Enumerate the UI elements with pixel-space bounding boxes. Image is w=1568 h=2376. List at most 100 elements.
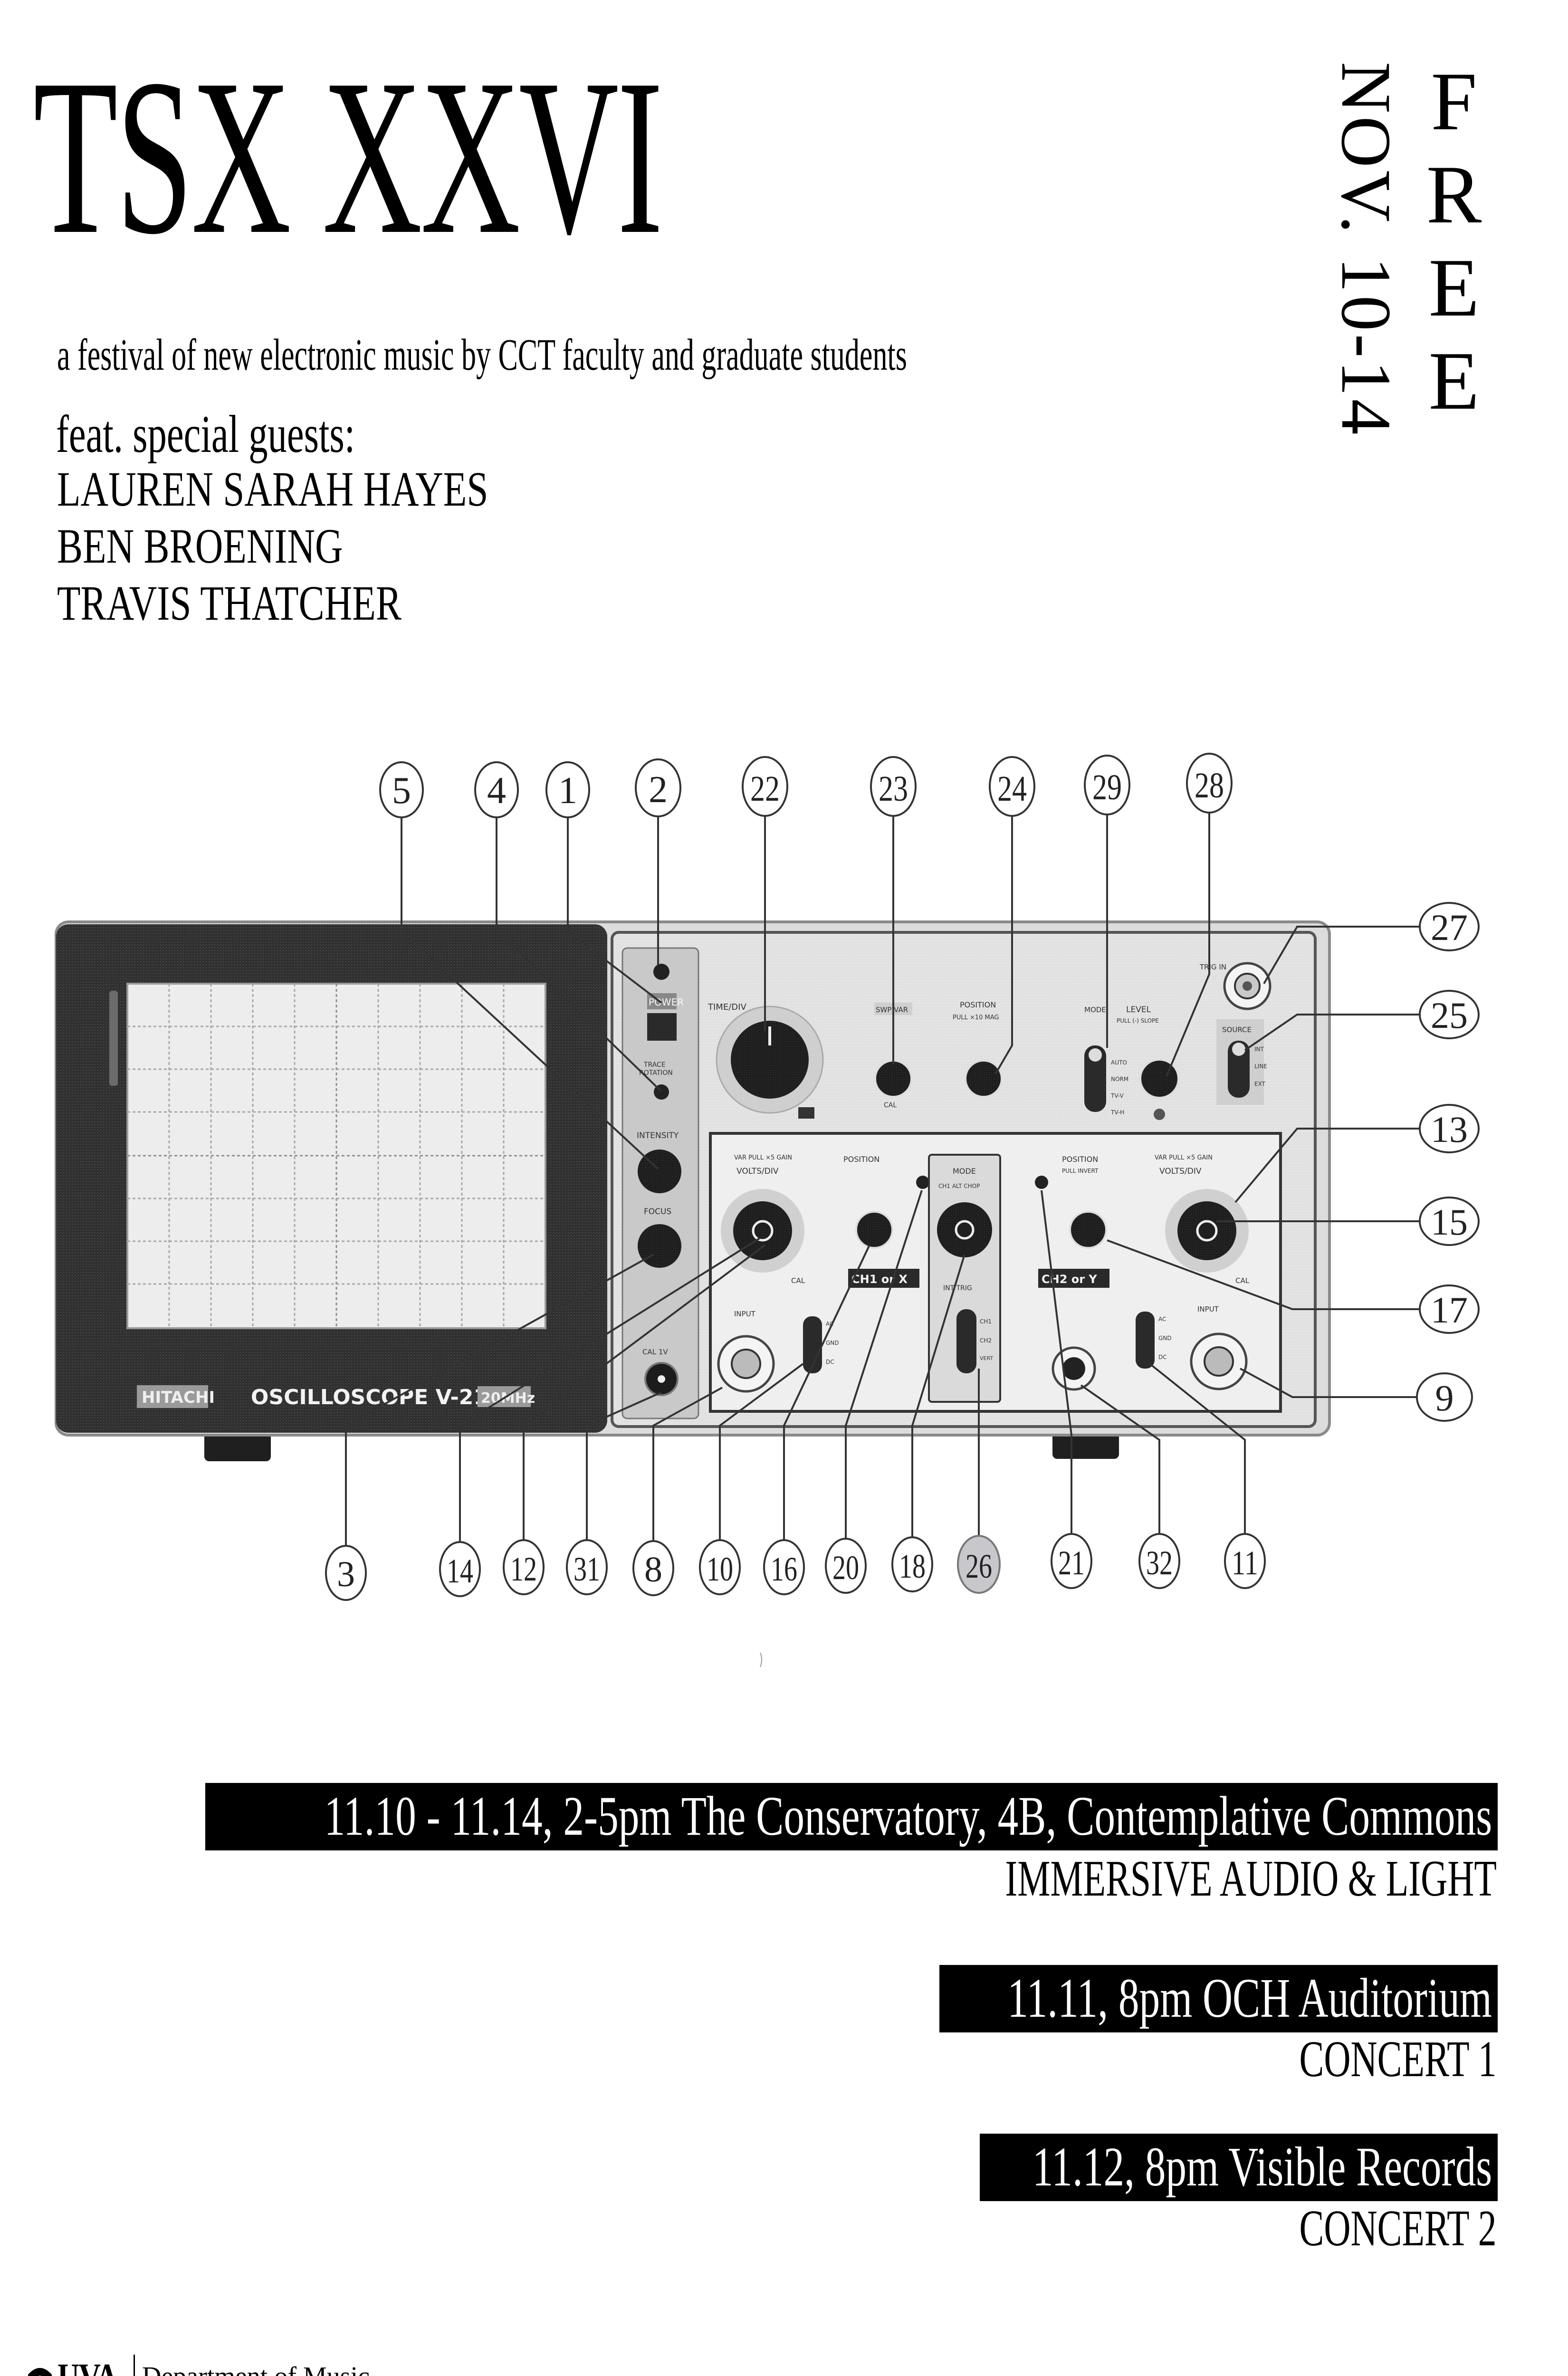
svg-text:INPUT: INPUT — [734, 1310, 756, 1318]
svg-text:VERT: VERT — [980, 1355, 993, 1361]
svg-text:22: 22 — [750, 769, 780, 809]
rotunda-icon — [28, 2368, 52, 2376]
svg-text:17: 17 — [1431, 1289, 1468, 1331]
uva-wordmark: UVA — [57, 2358, 118, 2376]
svg-text:AUTO: AUTO — [1111, 1059, 1127, 1066]
svg-text:TRIG IN: TRIG IN — [1199, 963, 1226, 971]
guest-name: TRAVIS THATCHER — [57, 576, 402, 631]
svg-text:1: 1 — [558, 770, 577, 812]
svg-text:9: 9 — [1435, 1377, 1454, 1418]
svg-text:GND: GND — [826, 1340, 839, 1346]
callout-leaders — [345, 812, 1421, 1547]
festival-subtitle: a festival of new electronic music by CC… — [57, 330, 907, 380]
svg-text:16: 16 — [771, 1550, 797, 1588]
svg-text:VAR PULL ×5 GAIN: VAR PULL ×5 GAIN — [734, 1154, 792, 1161]
svg-text:CAL: CAL — [1235, 1276, 1250, 1285]
event-1-when-where-text: 11.10 - 11.14, 2-5pm The Conservatory, 4… — [324, 1785, 1492, 1847]
svg-text:CH2 or Y: CH2 or Y — [1042, 1273, 1097, 1286]
svg-text:CH2: CH2 — [980, 1337, 992, 1344]
free-letter: E — [1428, 335, 1480, 427]
svg-text:28: 28 — [1195, 766, 1224, 805]
svg-text:CH1 or X: CH1 or X — [851, 1273, 908, 1286]
svg-text:14: 14 — [447, 1552, 473, 1590]
svg-text:29: 29 — [1092, 767, 1122, 807]
svg-text:POSITION: POSITION — [1062, 1155, 1098, 1164]
brand-text: HITACHI — [142, 1388, 215, 1407]
svg-text:PULL INVERT: PULL INVERT — [1062, 1168, 1099, 1174]
svg-text:TIME/DIV: TIME/DIV — [708, 1002, 746, 1012]
svg-text:VAR PULL ×5 GAIN: VAR PULL ×5 GAIN — [1155, 1154, 1213, 1161]
svg-text:23: 23 — [879, 769, 908, 809]
event-2-when-where: 11.11, 8pm OCH Auditorium — [939, 1965, 1498, 2032]
event-2-title: CONCERT 1 — [1299, 2031, 1497, 2088]
device-feet — [204, 1036, 1315, 1461]
svg-text:TV-V: TV-V — [1110, 1092, 1124, 1099]
callout-right: 27 25 13 15 17 9 — [1416, 902, 1480, 1422]
svg-text:CAL 1V: CAL 1V — [642, 1348, 668, 1356]
department-name: Department of Music — [142, 2363, 370, 2376]
svg-text:20: 20 — [832, 1549, 859, 1587]
footer-divider — [134, 2355, 135, 2376]
svg-text:VOLTS/DIV: VOLTS/DIV — [1159, 1167, 1202, 1176]
festival-dates: NOV. 10-14 — [1327, 62, 1405, 438]
svg-text:18: 18 — [899, 1547, 926, 1585]
svg-text:ROTATION: ROTATION — [639, 1069, 673, 1077]
svg-text:5: 5 — [392, 770, 411, 812]
device-name-text: OSCILLOSCOPE V-212 — [251, 1385, 503, 1409]
svg-text:11: 11 — [1232, 1544, 1258, 1582]
svg-text:CH1: CH1 — [980, 1318, 992, 1325]
svg-text:32: 32 — [1146, 1544, 1173, 1582]
festival-title: TSX XXVI — [33, 33, 663, 280]
callout-numbers: 5 4 1 2 22 23 24 29 28 27 25 13 15 17 9 … — [325, 753, 1480, 1601]
svg-text:GND: GND — [1158, 1335, 1172, 1341]
callout-top: 5 4 1 2 22 23 24 29 28 — [379, 753, 1233, 818]
svg-text:INT TRIG: INT TRIG — [943, 1284, 972, 1292]
svg-text:CH1 ALT CHOP: CH1 ALT CHOP — [938, 1183, 980, 1189]
svg-text:27: 27 — [1431, 907, 1468, 948]
svg-text:CAL: CAL — [791, 1276, 805, 1285]
dates-vertical-text: NOV. 10-14 — [1327, 62, 1405, 438]
svg-text:13: 13 — [1431, 1109, 1468, 1150]
free-letter: R — [1426, 148, 1482, 240]
svg-text:NORM: NORM — [1111, 1076, 1128, 1083]
free-letter: E — [1428, 241, 1480, 334]
svg-text:24: 24 — [997, 769, 1027, 809]
svg-text:TRACE: TRACE — [643, 1061, 666, 1069]
svg-text:SWP VAR: SWP VAR — [876, 1006, 908, 1014]
svg-text:LINE: LINE — [1254, 1063, 1267, 1070]
svg-text:2: 2 — [649, 769, 668, 811]
svg-text:LEVEL: LEVEL — [1126, 1005, 1151, 1015]
svg-text:25: 25 — [1431, 995, 1468, 1036]
svg-text:EXT: EXT — [1254, 1081, 1266, 1087]
svg-text:15: 15 — [1431, 1201, 1468, 1243]
svg-text:POWER: POWER — [649, 996, 684, 1008]
svg-text:4: 4 — [487, 770, 506, 812]
svg-text:12: 12 — [510, 1550, 537, 1588]
svg-text:POSITION: POSITION — [843, 1155, 880, 1164]
callout-bottom: 3 14 12 31 8 10 16 20 18 26 21 32 11 — [325, 1533, 1266, 1601]
svg-text:MODE: MODE — [953, 1167, 976, 1176]
svg-text:PULL (-) SLOPE: PULL (-) SLOPE — [1117, 1017, 1159, 1024]
free-letter: F — [1431, 55, 1477, 147]
svg-text:AC: AC — [1158, 1316, 1166, 1322]
svg-text:AC: AC — [826, 1321, 833, 1327]
event-3-title: CONCERT 2 — [1299, 2200, 1497, 2257]
guest-name: BEN BROENING — [57, 519, 343, 574]
svg-text:FOCUS: FOCUS — [644, 1207, 671, 1217]
svg-text:INTENSITY: INTENSITY — [637, 1131, 679, 1140]
svg-text:TV-H: TV-H — [1110, 1109, 1124, 1116]
svg-text:31: 31 — [574, 1550, 600, 1588]
svg-text:8: 8 — [644, 1550, 662, 1590]
svg-text:MODE: MODE — [1084, 1006, 1106, 1014]
svg-text:SOURCE: SOURCE — [1222, 1025, 1252, 1034]
event-1-when-where: 11.10 - 11.14, 2-5pm The Conservatory, 4… — [205, 1783, 1498, 1850]
svg-text:INT: INT — [1254, 1046, 1264, 1053]
svg-text:PULL ×10 MAG: PULL ×10 MAG — [953, 1014, 999, 1021]
event-3-when-where-text: 11.12, 8pm Visible Records — [1032, 2136, 1492, 2198]
bandwidth-text: 20MHz — [481, 1390, 535, 1407]
guest-name: LAUREN SARAH HAYES — [57, 462, 488, 517]
svg-text:DC: DC — [1158, 1354, 1167, 1360]
svg-text:3: 3 — [337, 1554, 355, 1594]
svg-text:POSITION: POSITION — [960, 1000, 996, 1009]
svg-text:INPUT: INPUT — [1197, 1305, 1219, 1313]
